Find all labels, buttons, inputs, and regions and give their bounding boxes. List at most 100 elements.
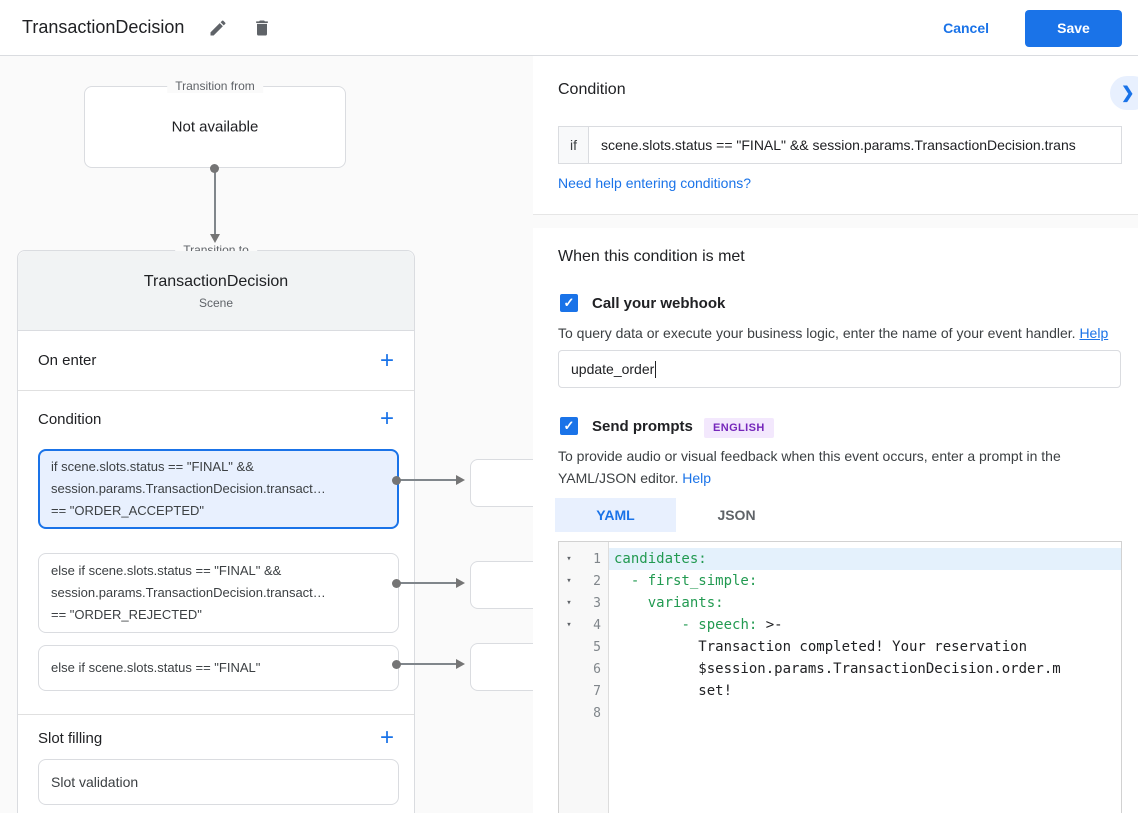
condition-expression-row: if scene.slots.status == "FINAL" && sess…: [558, 126, 1122, 164]
webhook-description: To query data or execute your business l…: [558, 322, 1108, 344]
prompts-help-link[interactable]: Help: [682, 470, 712, 486]
editor-format-tabs: YAML JSON: [555, 498, 797, 532]
fold-arrow-icon[interactable]: ▾: [566, 554, 572, 564]
line-number: 8: [593, 705, 601, 721]
code-line[interactable]: Transaction completed! Your reservation: [614, 639, 1028, 655]
arrow-line: [214, 172, 216, 234]
arrow-origin-dot: [210, 164, 219, 173]
scene-name: TransactionDecision: [143, 273, 289, 290]
line-number: 7: [593, 683, 601, 699]
condition-section-label: Condition: [38, 410, 102, 428]
webhook-description-text: To query data or execute your business l…: [558, 325, 1076, 341]
gutter-row: ▾4: [559, 614, 608, 636]
line-number: 3: [593, 595, 601, 611]
header-actions: Cancel Save: [943, 0, 1122, 56]
code-line[interactable]: - first_simple:: [630, 573, 758, 589]
arrow-origin-dot: [392, 579, 401, 588]
condition-expression-value: scene.slots.status == "FINAL" && session…: [601, 137, 1076, 153]
arrow-origin-dot: [392, 660, 401, 669]
header: TransactionDecision Cancel Save: [0, 0, 1138, 56]
tab-json[interactable]: JSON: [717, 507, 756, 523]
gutter-row: ▾3: [559, 592, 608, 614]
arrow-down-head: [210, 234, 220, 243]
webhook-checkbox[interactable]: ✓: [560, 294, 578, 312]
scene-type-label: Scene: [198, 296, 234, 310]
line-number: 6: [593, 661, 601, 677]
send-prompts-label: Send prompts: [592, 418, 693, 435]
prompts-description-text: To provide audio or visual feedback when…: [558, 448, 1061, 486]
divider: [18, 714, 414, 715]
condition-panel-heading: Condition: [558, 81, 626, 98]
transition-from-box: Transition from Not available: [84, 79, 346, 168]
text-cursor: [655, 360, 657, 378]
line-number: 4: [593, 617, 601, 633]
on-enter-label: On enter: [38, 352, 97, 369]
check-icon: ✓: [563, 295, 575, 310]
prompts-description: To provide audio or visual feedback when…: [558, 445, 1114, 489]
fold-arrow-icon[interactable]: ▾: [566, 598, 572, 608]
event-handler-input[interactable]: update_order: [558, 350, 1121, 388]
chevron-right-icon: ❯: [1121, 85, 1135, 102]
arrow-line: [399, 582, 456, 584]
arrow-line: [399, 479, 456, 481]
webhook-label: Call your webhook: [592, 295, 726, 312]
gutter-row: ▾1: [559, 548, 608, 570]
condition-card-rejected[interactable]: else if scene.slots.status == "FINAL" &&…: [38, 553, 399, 633]
gutter-row: ▾2: [559, 570, 608, 592]
condition-card-final[interactable]: else if scene.slots.status == "FINAL": [38, 645, 399, 691]
edit-pencil-icon[interactable]: [208, 18, 228, 38]
arrow-line: [399, 663, 456, 665]
condition-expression-input[interactable]: scene.slots.status == "FINAL" && session…: [589, 126, 1122, 164]
code-line[interactable]: $session.params.TransactionDecision.orde…: [614, 661, 1061, 677]
page-title: TransactionDecision: [22, 17, 185, 37]
send-prompts-checkbox[interactable]: ✓: [560, 417, 578, 435]
condition-section-row: Condition +: [38, 405, 394, 432]
gutter-row: 5: [559, 636, 608, 658]
code-line[interactable]: - speech: >-: [681, 617, 783, 633]
gutter-row: 7: [559, 680, 608, 702]
language-badge: ENGLISH: [704, 418, 774, 438]
code-line[interactable]: variants:: [647, 595, 724, 611]
add-slot-button[interactable]: +: [379, 724, 394, 751]
condition-detail-panel: Condition ❯ if scene.slots.status == "FI…: [533, 56, 1138, 813]
slot-validation-card[interactable]: Slot validation: [38, 759, 399, 805]
collapse-panel-button[interactable]: ❯: [1110, 76, 1138, 110]
condition-card-accepted[interactable]: if scene.slots.status == "FINAL" && sess…: [38, 449, 399, 529]
line-number: 5: [593, 639, 601, 655]
add-on-enter-button[interactable]: +: [379, 346, 394, 374]
arrow-origin-dot: [392, 476, 401, 485]
tab-yaml[interactable]: YAML: [555, 498, 676, 532]
slot-filling-label: Slot filling: [38, 729, 103, 747]
arrow-right-head: [456, 475, 465, 485]
line-number: 2: [593, 573, 601, 589]
fold-arrow-icon[interactable]: ▾: [566, 576, 572, 586]
event-handler-value: update_order: [571, 361, 655, 377]
code-line[interactable]: candidates:: [609, 548, 1121, 570]
editor-code[interactable]: candidates: - first_simple: variants: - …: [609, 542, 1121, 813]
gutter-row: 6: [559, 658, 608, 680]
section-divider: [533, 214, 1138, 228]
code-line[interactable]: [609, 702, 1121, 724]
line-number: 1: [593, 551, 601, 567]
condition-help-link[interactable]: Need help entering conditions?: [558, 175, 752, 191]
code-line[interactable]: set!: [614, 683, 733, 699]
webhook-help-link[interactable]: Help: [1079, 325, 1109, 341]
arrow-right-head: [456, 659, 465, 669]
arrow-right-head: [456, 578, 465, 588]
cancel-button[interactable]: Cancel: [943, 20, 989, 36]
if-prefix-label: if: [558, 126, 589, 164]
scene-card-header[interactable]: TransactionDecision Scene: [18, 251, 414, 331]
gutter-row: 8: [559, 702, 608, 724]
when-met-heading: When this condition is met: [558, 248, 745, 265]
add-condition-button[interactable]: +: [379, 405, 394, 432]
fold-arrow-icon[interactable]: ▾: [566, 620, 572, 630]
on-enter-row: On enter +: [18, 331, 414, 391]
transition-from-content: Not available: [171, 118, 259, 136]
delete-trash-icon[interactable]: [252, 18, 272, 38]
transition-from-legend: Transition from: [167, 79, 263, 93]
check-icon: ✓: [563, 418, 575, 433]
save-button[interactable]: Save: [1025, 9, 1122, 47]
